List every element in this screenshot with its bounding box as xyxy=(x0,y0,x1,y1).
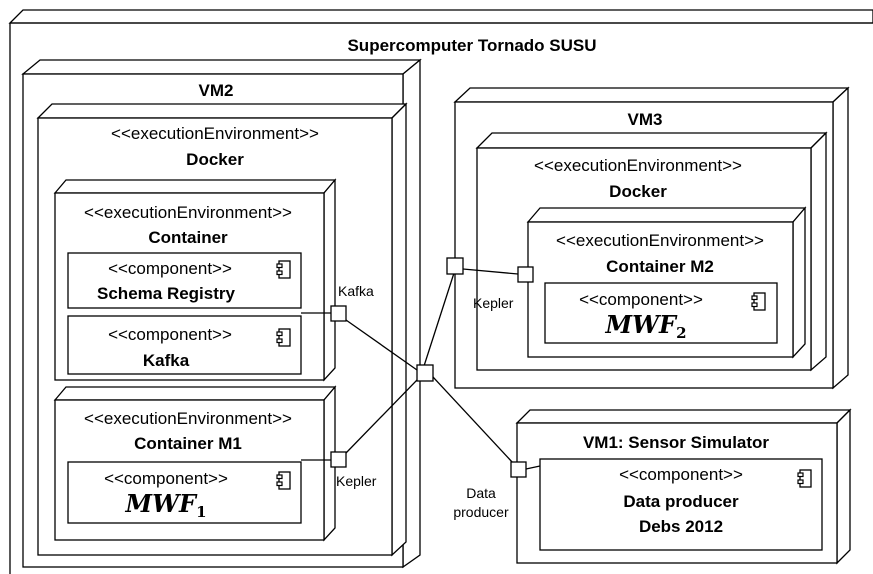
component-icon xyxy=(276,260,291,279)
kafka-component-name: Kafka xyxy=(143,351,190,370)
data-producer-name-line1: Data producer xyxy=(623,492,739,511)
component-icon xyxy=(276,471,291,490)
schema-registry-component xyxy=(67,252,302,309)
hub-port xyxy=(416,364,434,382)
data-producer-port xyxy=(510,461,527,478)
kafka-port xyxy=(330,305,347,322)
container-m1-stereotype: <<executionEnvironment>> xyxy=(84,409,292,428)
vm3-title: VM3 xyxy=(628,110,663,129)
data-producer-stereotype: <<component>> xyxy=(619,465,743,484)
mwf1-label: MWF xyxy=(125,489,199,518)
mwf2-label: MWF xyxy=(605,310,679,339)
mwf2-subscript: 2 xyxy=(676,324,686,342)
mwf2-stereotype: <<component>> xyxy=(579,290,703,309)
supercomputer-title: Supercomputer Tornado SUSU xyxy=(347,36,596,55)
connector-lines xyxy=(301,268,541,470)
vm3-docker-stereotype: <<executionEnvironment>> xyxy=(534,156,742,175)
mwf1-subscript: 1 xyxy=(196,503,206,521)
component-icon xyxy=(276,328,291,347)
kafka-component xyxy=(67,315,302,375)
container-stereotype: <<executionEnvironment>> xyxy=(84,203,292,222)
kafka-component-stereotype: <<component>> xyxy=(108,325,232,344)
data-producer-component xyxy=(539,458,823,551)
mwf2-component xyxy=(544,282,778,344)
kafka-port-label: Kafka xyxy=(338,283,374,299)
mwf1-stereotype: <<component>> xyxy=(104,469,228,488)
schema-registry-stereotype: <<component>> xyxy=(108,259,232,278)
data-producer-name-line2: Debs 2012 xyxy=(639,517,723,536)
vm2-docker-stereotype: <<executionEnvironment>> xyxy=(111,124,319,143)
supercomputer-node xyxy=(8,9,873,574)
mwf2-name: MWF2 xyxy=(605,310,687,342)
vm1-title: VM1: Sensor Simulator xyxy=(583,433,769,452)
mwf1-component xyxy=(67,461,302,524)
kepler-m1-port xyxy=(330,451,347,468)
component-icon xyxy=(797,469,812,488)
component-icon xyxy=(751,292,766,311)
vm2-docker-name: Docker xyxy=(186,150,244,169)
vm3-docker-name: Docker xyxy=(609,182,667,201)
vm3-port xyxy=(446,257,464,275)
kepler-m2-port-label: Kepler xyxy=(473,295,514,311)
kepler-m1-port-label: Kepler xyxy=(336,473,377,489)
container-m2-name: Container M2 xyxy=(606,257,714,276)
mwf1-name: MWF1 xyxy=(125,489,207,521)
data-producer-port-label-line2: producer xyxy=(453,504,509,520)
vm2-title: VM2 xyxy=(199,81,234,100)
container-name: Container xyxy=(148,228,228,247)
kepler-m2-port xyxy=(517,266,534,283)
data-producer-port-label-line1: Data xyxy=(466,485,496,501)
schema-registry-name: Schema Registry xyxy=(97,284,235,303)
container-m2-stereotype: <<executionEnvironment>> xyxy=(556,231,764,250)
container-m1-name: Container M1 xyxy=(134,434,242,453)
